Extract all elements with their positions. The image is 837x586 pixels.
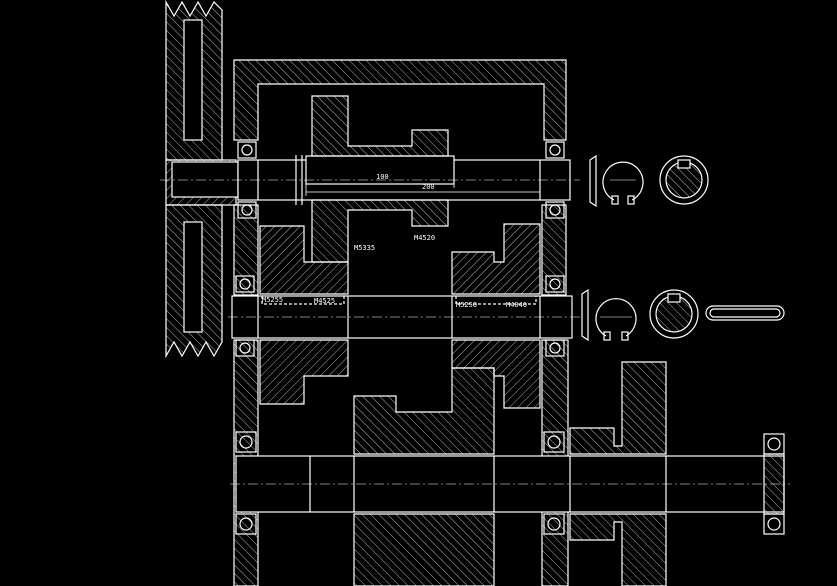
- lower-circlip-side: [581, 288, 589, 342]
- dimension-lines: [305, 180, 541, 196]
- label-spline-d: M4040: [506, 301, 528, 309]
- upper-bearings: [237, 141, 565, 219]
- lower-gear-right: [569, 361, 667, 586]
- upper-circlip: [602, 161, 644, 205]
- label-spline-c: M5250: [456, 301, 478, 309]
- housing-left-wall: [233, 204, 259, 586]
- label-spline-b: M4525: [314, 297, 336, 305]
- label-dim-outer: 200: [422, 183, 435, 191]
- label-gear-upper-right: M4520: [414, 234, 436, 242]
- middle-bearings: [235, 275, 565, 357]
- upper-gear-large: [311, 95, 449, 263]
- housing-cover: [233, 59, 567, 141]
- v-belt-pulley: [165, 0, 239, 359]
- centerlines: [160, 179, 790, 485]
- middle-gear-right: [451, 223, 541, 409]
- flat-key: [705, 305, 785, 321]
- label-spline-a: M5255: [262, 296, 284, 304]
- label-gear-upper-left: M5335: [354, 244, 376, 252]
- upper-spline-section: [659, 155, 709, 205]
- middle-gear-left: [259, 225, 349, 405]
- lower-circlip: [595, 298, 637, 341]
- lower-spline-section: [649, 289, 699, 339]
- upper-circlip-side: [589, 154, 597, 208]
- lower-gear-large: [353, 367, 495, 586]
- label-dim-inner: 100: [376, 173, 389, 181]
